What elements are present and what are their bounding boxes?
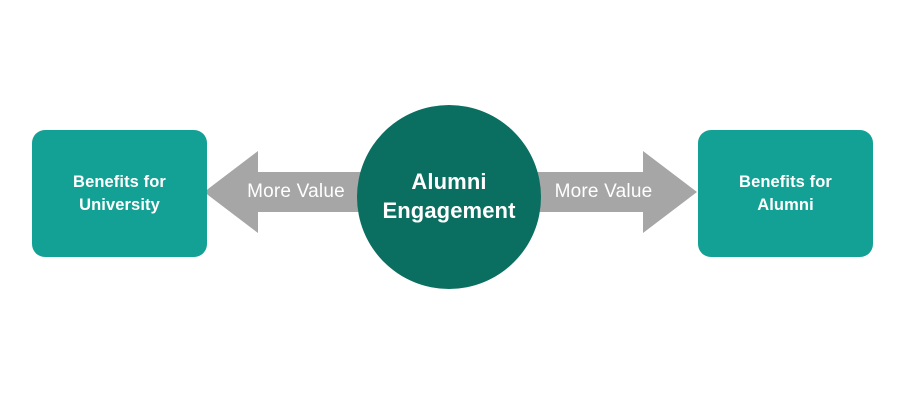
arrow-to-university[interactable]: More Value [204, 151, 370, 233]
node-benefits-for-university[interactable]: Benefits for University [32, 130, 207, 257]
center-node-alumni-engagement[interactable]: Alumni Engagement [357, 105, 541, 289]
arrow-to-university-label: More Value [247, 181, 345, 202]
arrow-to-alumni-label: More Value [554, 181, 653, 202]
arrow-to-alumni[interactable]: More Value [528, 151, 697, 233]
node-benefits-for-alumni[interactable]: Benefits for Alumni [698, 130, 873, 257]
right-arrow-icon [528, 151, 697, 233]
node-benefits-for-university-label: Benefits for University [73, 173, 166, 214]
center-node-label: Alumni Engagement [382, 169, 516, 223]
node-benefits-for-alumni-label: Benefits for Alumni [739, 173, 832, 214]
left-arrow-icon [204, 151, 370, 233]
